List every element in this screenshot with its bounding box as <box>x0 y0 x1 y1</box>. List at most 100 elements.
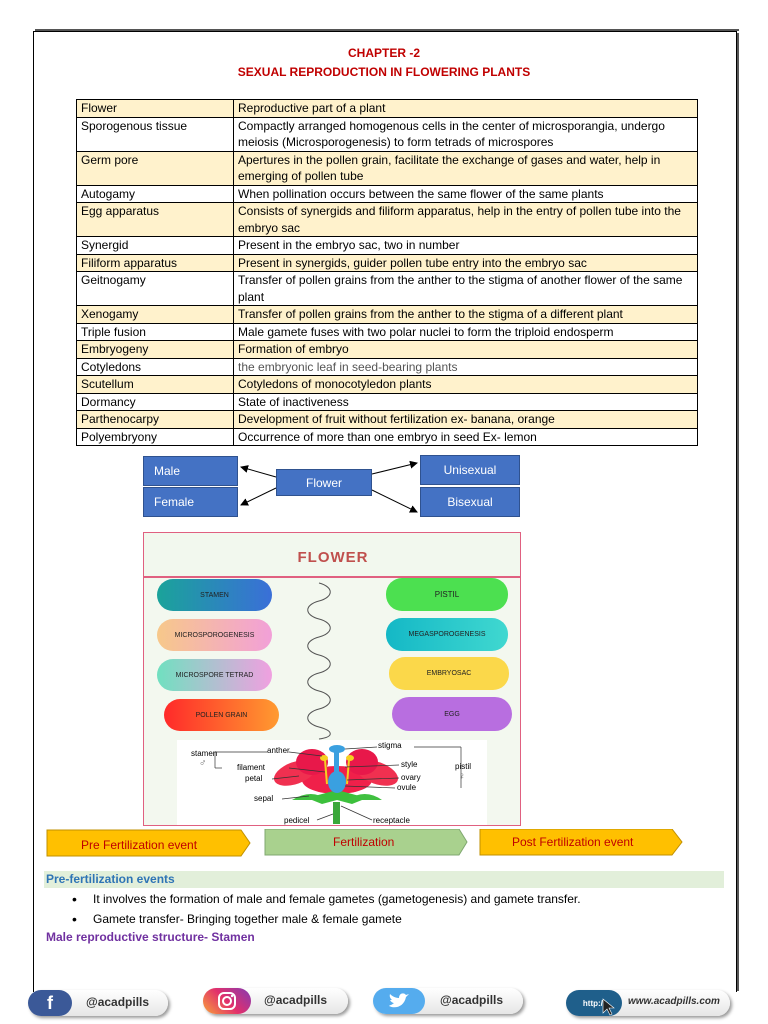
female-symbol: ♀ <box>458 771 466 782</box>
megasporogenesis-pill: MEGASPOROGENESIS <box>386 618 508 651</box>
list-item: It involves the formation of male and fe… <box>72 889 581 909</box>
term-cell: Flower <box>76 99 234 118</box>
male-box: Male <box>143 456 238 486</box>
label-filament: filament <box>237 763 266 772</box>
male-symbol: ♂ <box>199 758 207 769</box>
term-cell: Egg apparatus <box>76 202 234 237</box>
flower-parts-drawing <box>214 745 462 824</box>
label-petal: petal <box>245 774 263 783</box>
definition-cell: Occurrence of more than one embryo in se… <box>233 427 698 446</box>
label-receptacle: receptacle <box>373 816 410 825</box>
arrow-to-bisexual <box>371 489 418 513</box>
definition-cell: Consists of synergids and filiform appar… <box>233 202 698 237</box>
flower-box: Flower <box>276 469 372 496</box>
definition-cell: Development of fruit without fertilizati… <box>233 410 698 429</box>
bullet-list: It involves the formation of male and fe… <box>72 889 581 929</box>
term-cell: Sporogenous tissue <box>76 116 234 152</box>
subheading: Male reproductive structure- Stamen <box>46 930 255 944</box>
label-sepal: sepal <box>254 794 274 803</box>
stamen-pill: STAMEN <box>157 579 272 611</box>
definition-cell: Cotyledons of monocotyledon plants <box>233 375 698 394</box>
arrow-to-unisexual <box>371 460 418 475</box>
label-anther: anther <box>267 746 290 755</box>
definition-cell: Formation of embryo <box>233 340 698 359</box>
term-cell: Scutellum <box>76 375 234 394</box>
pre-fertilization-label: Pre Fertilization event <box>81 838 198 852</box>
definition-cell: Reproductive part of a plant <box>233 99 698 118</box>
definition-cell: State of inactiveness <box>233 392 698 411</box>
instagram-handle[interactable]: @acadpills <box>264 993 328 1007</box>
term-cell: Geitnogamy <box>76 271 234 306</box>
instagram-icon[interactable] <box>203 988 251 1014</box>
chapter-title: SEXUAL REPRODUCTION IN FLOWERING PLANTS <box>237 65 531 79</box>
term-cell: Germ pore <box>76 150 234 186</box>
list-item: Gamete transfer- Bringing together male … <box>72 909 581 929</box>
definition-cell: When pollination occurs between the same… <box>233 184 698 203</box>
definition-cell: Transfer of pollen grains from the anthe… <box>233 271 698 306</box>
page-border <box>33 31 737 992</box>
definition-cell: Transfer of pollen grains from the anthe… <box>233 305 698 324</box>
web-icon[interactable]: http:// <box>566 990 622 1016</box>
bisexual-box: Bisexual <box>420 487 520 517</box>
label-ovary: ovary <box>401 773 421 782</box>
arrow-to-female <box>240 487 277 506</box>
unisexual-box: Unisexual <box>420 455 520 485</box>
pistil-pill: PISTIL <box>386 578 508 611</box>
page-shadow-right <box>737 33 739 991</box>
female-box: Female <box>143 487 238 517</box>
definition-cell: the embryonic leaf in seed-bearing plant… <box>233 357 698 376</box>
cursor-icon <box>602 998 615 1016</box>
term-cell: Synergid <box>76 236 234 255</box>
definition-cell: Apertures in the pollen grain, facilitat… <box>233 150 698 186</box>
term-cell: Triple fusion <box>76 322 234 341</box>
term-cell: Autogamy <box>76 184 234 203</box>
page-shadow-top <box>35 29 739 31</box>
facebook-icon[interactable]: f <box>28 990 72 1016</box>
post-fertilization-label: Post Fertilization event <box>512 835 634 849</box>
label-ovule: ovule <box>397 783 417 792</box>
event-flow-arrows <box>46 829 683 857</box>
fertilization-label: Fertilization <box>333 835 395 849</box>
microsporogenesis-pill: MICROSPOROGENESIS <box>157 619 272 651</box>
egg-pill: EGG <box>392 697 512 731</box>
label-pedicel: pedicel <box>284 816 310 825</box>
flower-illustration: stamen ♂ anther filament petal sepal ped… <box>177 740 487 825</box>
twitter-handle[interactable]: @acadpills <box>440 993 504 1007</box>
section-heading: Pre-fertilization events <box>46 872 175 886</box>
term-cell: Polyembryony <box>76 427 234 446</box>
fertilization-arrow <box>264 829 468 856</box>
label-style: style <box>401 760 418 769</box>
embryosac-pill: EMBRYOSAC <box>389 657 509 690</box>
term-cell: Dormancy <box>76 392 234 411</box>
term-cell: Cotyledons <box>76 357 234 376</box>
label-stigma: stigma <box>378 741 402 750</box>
definition-cell: Present in synergids, guider pollen tube… <box>233 253 698 272</box>
definition-cell: Compactly arranged homogenous cells in t… <box>233 116 698 152</box>
flower-chart: FLOWER STAMEN MICROSPOROGENESIS MICROSPO… <box>143 532 521 826</box>
term-cell: Xenogamy <box>76 305 234 324</box>
pollen-grain-pill: POLLEN GRAIN <box>164 699 279 731</box>
facebook-handle[interactable]: @acadpills <box>86 995 150 1009</box>
section-heading-band <box>44 871 724 888</box>
website-url[interactable]: www.acadpills.com <box>628 996 720 1007</box>
wavy-connector <box>307 582 331 740</box>
label-pistil: pistil <box>455 762 472 771</box>
flower-chart-title: FLOWER <box>297 549 369 566</box>
term-cell: Parthenocarpy <box>76 410 234 429</box>
twitter-icon[interactable] <box>373 988 425 1014</box>
